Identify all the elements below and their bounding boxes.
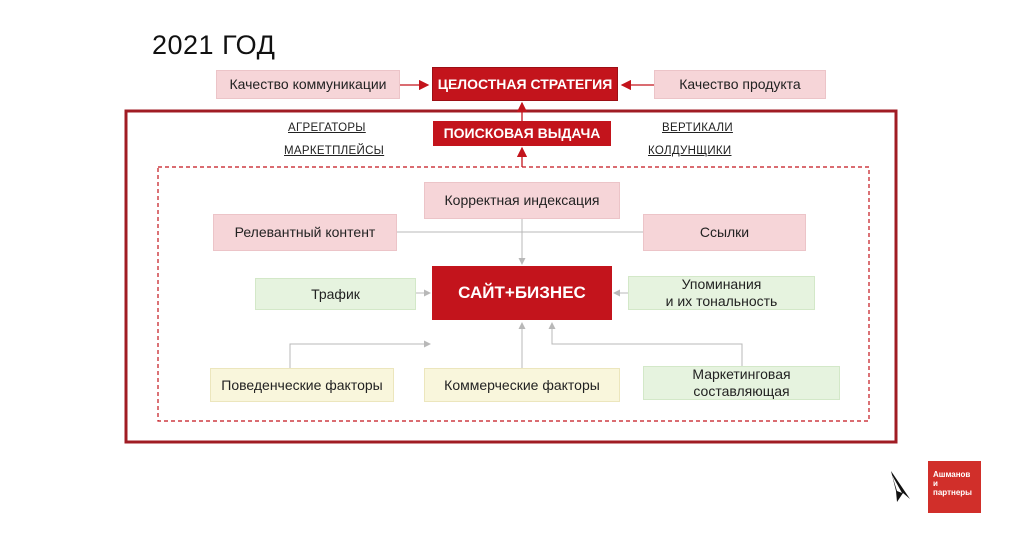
arrow-marketing-to-core [548,322,743,366]
mentions-label-line2: и их тональность [665,293,778,309]
commercial-factors-label: Коммерческие факторы [444,376,600,393]
marketing-label-line1: Маркетинговая [692,366,791,383]
site-business-label: САЙТ+БИЗНЕС [458,282,586,302]
traffic-box: Трафик [255,278,416,310]
company-logo-badge: Ашманов и партнеры [928,461,981,513]
marketing-component-box: Маркетинговая составляющая [643,366,840,400]
product-quality-box: Качество продукта [654,70,826,99]
page-title: 2021 ГОД [152,30,276,60]
wizards-label: КОЛДУНЩИКИ [648,145,732,157]
marketing-label-line2: составляющая [693,383,790,399]
search-results-box: ПОИСКОВАЯ ВЫДАЧА [433,121,611,146]
site-business-box: САЙТ+БИЗНЕС [432,266,612,320]
commercial-factors-box: Коммерческие факторы [424,368,620,402]
communication-quality-box: Качество коммуникации [216,70,400,99]
ashmanov-logo-icon [891,471,910,502]
marketplaces-label: МАРКЕТПЛЕЙСЫ [284,145,385,157]
product-quality-label: Качество продукта [679,76,801,93]
search-results-label: ПОИСКОВАЯ ВЫДАЧА [443,125,601,142]
inner-dashed-frame [157,166,870,422]
relevant-content-label: Релевантный контент [234,224,376,241]
logo-text-line2: и партнеры [933,479,972,498]
indexing-label: Корректная индексация [444,192,600,209]
indexing-box: Корректная индексация [424,182,620,219]
logo-text-line1: Ашманов [933,470,971,479]
links-label: Ссылки [699,224,750,241]
holistic-strategy-box: ЦЕЛОСТНАЯ СТРАТЕГИЯ [432,67,618,101]
traffic-label: Трафик [311,285,360,302]
mentions-box: Упоминания и их тональность [628,276,815,310]
relevant-content-box: Релевантный контент [213,214,397,251]
arrow-behavioral-to-core [289,340,431,368]
behavioral-factors-box: Поведенческие факторы [210,368,394,402]
outer-frame [124,109,898,444]
communication-quality-label: Качество коммуникации [229,76,387,93]
links-box: Ссылки [643,214,806,251]
verticals-label: ВЕРТИКАЛИ [662,122,733,134]
aggregators-label: АГРЕГАТОРЫ [288,122,366,134]
behavioral-factors-label: Поведенческие факторы [221,376,383,393]
mentions-label-line1: Упоминания [681,276,762,293]
holistic-strategy-label: ЦЕЛОСТНАЯ СТРАТЕГИЯ [437,75,613,92]
